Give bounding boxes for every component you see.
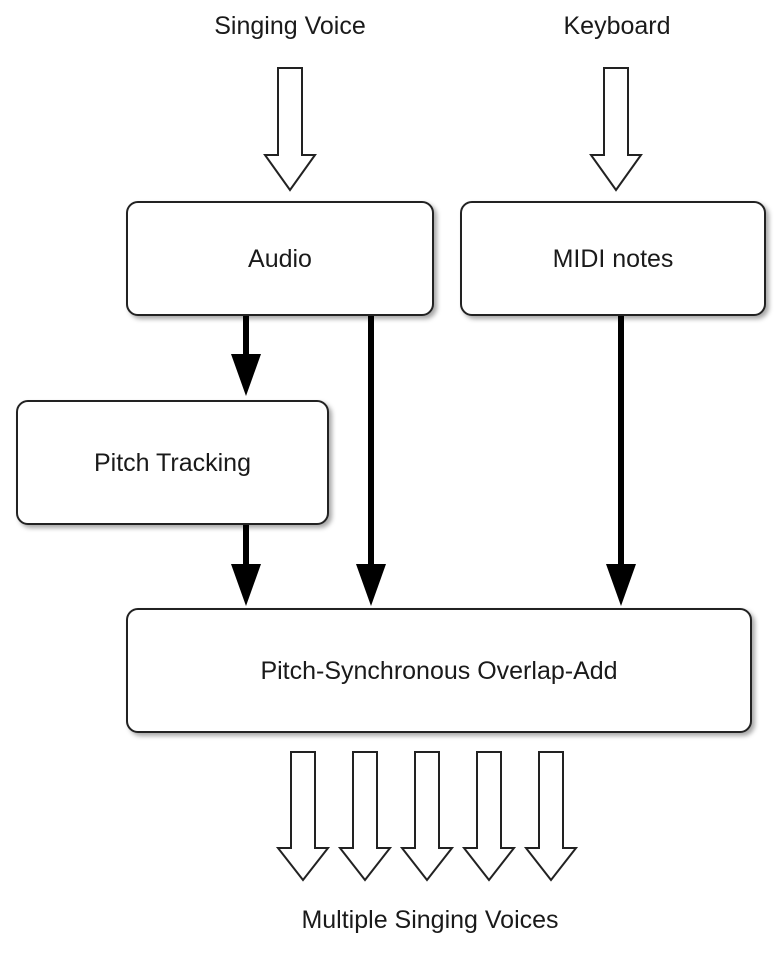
audio-box: Audio (126, 201, 434, 316)
edge-audio-to-pitch-tracking (231, 316, 261, 396)
input-arrow-singing-voice (263, 67, 317, 192)
input-label-keyboard: Keyboard (563, 12, 671, 40)
pitch-tracking-label: Pitch Tracking (93, 448, 251, 477)
edge-pitch-tracking-to-psola (231, 525, 261, 606)
psola-box: Pitch-Synchronous Overlap-Add (126, 608, 752, 733)
pitch-tracking-box: Pitch Tracking (16, 400, 329, 525)
audio-label: Audio (248, 244, 312, 273)
output-arrow-5 (523, 751, 579, 882)
input-label-singing-voice: Singing Voice (214, 12, 366, 40)
output-arrows (275, 751, 579, 882)
edge-midi-to-psola (606, 316, 636, 606)
output-arrow-2 (337, 751, 393, 882)
output-arrow-4 (461, 751, 517, 882)
input-arrow-keyboard (589, 67, 643, 192)
output-label: Multiple Singing Voices (301, 906, 559, 934)
output-arrow-1 (275, 751, 331, 882)
psola-label: Pitch-Synchronous Overlap-Add (260, 656, 618, 685)
midi-notes-label: MIDI notes (552, 244, 674, 273)
output-arrow-3 (399, 751, 455, 882)
midi-notes-box: MIDI notes (460, 201, 766, 316)
edge-audio-to-psola (356, 316, 386, 606)
